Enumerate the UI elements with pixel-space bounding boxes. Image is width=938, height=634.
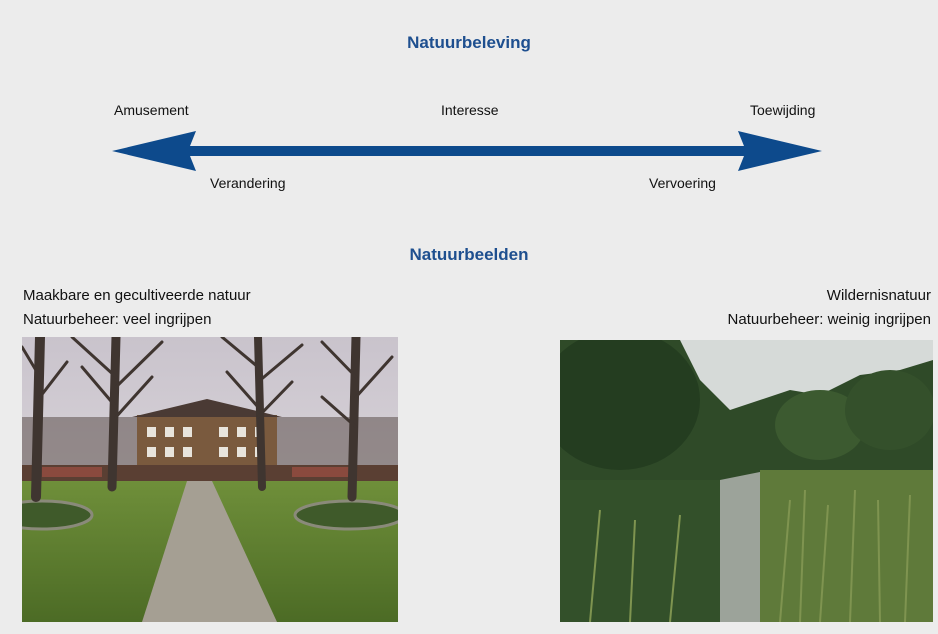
double-headed-arrow (112, 131, 822, 171)
right-caption: Wildernisnatuur Natuurbeheer: weinig ing… (728, 284, 931, 332)
label-vervoering: Vervoering (649, 175, 716, 191)
label-verandering: Verandering (210, 175, 286, 191)
natuurbeleving-title: Natuurbeleving (407, 33, 531, 52)
label-interesse: Interesse (441, 102, 499, 118)
wilderness-photo (560, 340, 933, 622)
label-toewijding: Toewijding (750, 102, 816, 118)
cultivated-garden-photo (22, 337, 398, 622)
left-caption: Maakbare en gecultiveerde natuur Natuurb… (23, 284, 251, 332)
left-caption-line1: Maakbare en gecultiveerde natuur (23, 287, 251, 304)
label-amusement: Amusement (114, 102, 189, 118)
right-caption-line1: Wildernisnatuur (826, 287, 931, 304)
right-caption-line2: Natuurbeheer: weinig ingrijpen (727, 311, 931, 328)
left-caption-line2: Natuurbeheer: veel ingrijpen (23, 311, 212, 328)
natuurbeelden-title: Natuurbeelden (409, 245, 529, 264)
